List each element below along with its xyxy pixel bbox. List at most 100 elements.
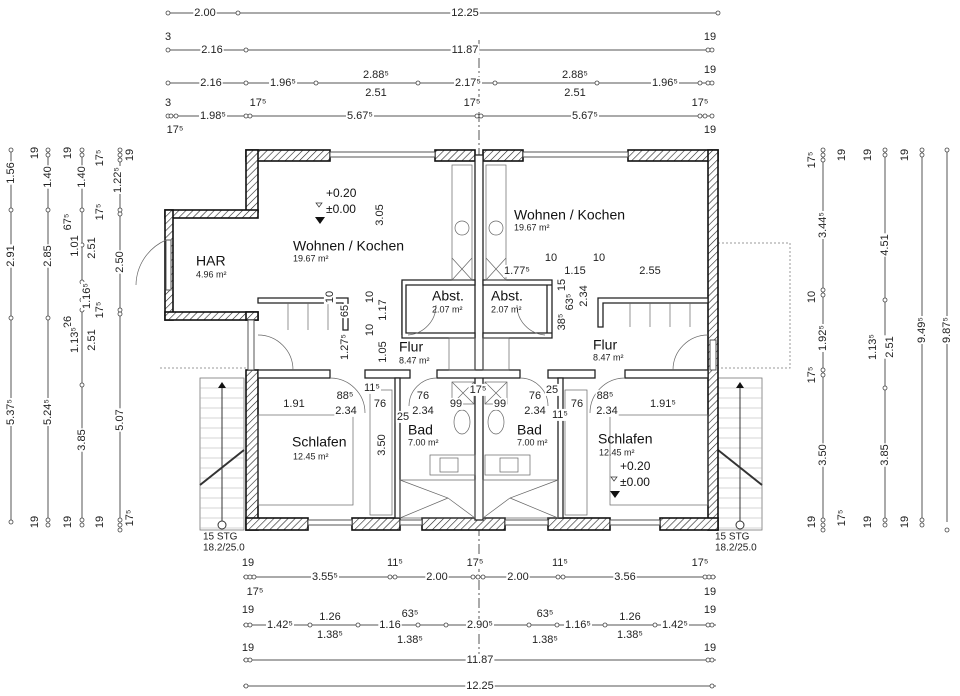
dimension-label: 11⁵ (552, 409, 568, 421)
dimension-label: 3.05 (374, 204, 386, 225)
room-area: 12.45 m² (293, 451, 329, 461)
dimension-tick (820, 372, 826, 378)
dimension-label: 19 (242, 604, 254, 616)
dimension-tick (702, 574, 708, 580)
room-area: 19.67 m² (514, 222, 550, 232)
dimension-label: 2.34 (412, 405, 433, 417)
dimension-tick (652, 622, 658, 628)
dimension-label: 2.51 (365, 87, 386, 99)
dimension-tick (882, 522, 888, 528)
dimension-label: 10 (324, 291, 336, 303)
dimension-label: 17⁵ (464, 97, 481, 109)
room-wohnen-kochen-left[interactable]: Wohnen / Kochen 19.67 m² (293, 238, 404, 264)
dimension-label: 19 (242, 642, 254, 654)
room-flur-right[interactable]: Flur 8.47 m² (593, 337, 624, 363)
dimension-label: 1.40 (42, 166, 54, 187)
dimension-label: 3.50 (817, 444, 829, 465)
room-abst-right[interactable]: Abst. 2.07 m² (491, 288, 523, 315)
dimension-tick (79, 207, 85, 213)
dimension-label: 1.42⁵ (662, 619, 688, 631)
dimension-label: 17⁵ (94, 204, 106, 221)
dimension-tick (820, 292, 826, 298)
dimension-label: 2.88⁵ (562, 69, 588, 81)
room-flur-left[interactable]: Flur 8.47 m² (399, 339, 430, 366)
dimension-tick (820, 152, 826, 158)
dimension-tick (117, 211, 123, 217)
dimension-label: 1.91 (283, 398, 304, 410)
dimension-tick (709, 80, 715, 86)
dimension-tick (79, 382, 85, 388)
room-bad-left[interactable]: Bad 7.00 m² (408, 422, 439, 448)
dimension-label: 4.51 (879, 234, 891, 255)
dimension-tick (8, 519, 14, 525)
dimension-tick (470, 574, 476, 580)
dimension-tick (526, 622, 532, 628)
dimension-tick (709, 113, 715, 119)
dimension-tick (709, 47, 715, 53)
room-bad-right[interactable]: Bad 7.00 m² (517, 422, 548, 448)
dimension-label: 2.90⁵ (467, 619, 493, 631)
level-bottom: ±0.00 (326, 202, 356, 216)
dimension-label: 1.77⁵ (504, 265, 530, 277)
dimension-tick (45, 522, 51, 528)
dimension-label: 1.27⁵ (339, 334, 351, 360)
dimension-label: 19 (704, 64, 716, 76)
room-area: 8.47 m² (593, 352, 624, 362)
room-schlafen-right[interactable]: Schlafen 12.45 m² (598, 431, 652, 458)
dimension-tick (820, 287, 826, 293)
dimension-label: 19 (704, 586, 716, 598)
dimension-tick (555, 574, 561, 580)
level-top: +0.20 (620, 459, 651, 473)
dimension-label: 17⁵ (250, 97, 267, 109)
room-har[interactable]: HAR 4.96 m² (196, 253, 227, 280)
dimension-label: 88⁵ (597, 390, 614, 402)
dimension-label: 2.85 (42, 245, 54, 266)
dimension-tick (79, 147, 85, 153)
dimension-label: 1.96⁵ (652, 77, 678, 89)
dimension-label: 9.49⁵ (916, 317, 928, 343)
dimension-tick (820, 367, 826, 373)
dimension-tick (820, 147, 826, 153)
dimension-label: 5.24⁵ (42, 399, 54, 425)
dimension-label: 76 (374, 398, 386, 410)
dimension-tick (560, 574, 566, 580)
dimension-label: 11⁵ (552, 557, 568, 569)
dimension-label: 19 (862, 516, 874, 528)
room-name: Wohnen / Kochen (514, 207, 625, 223)
exterior-stair-left (199, 377, 245, 531)
dimension-tick (882, 297, 888, 303)
room-area: 12.45 m² (599, 447, 635, 457)
dimension-label: 1.98⁵ (200, 110, 226, 122)
dimension-tick (709, 622, 715, 628)
dimension-tick (247, 657, 253, 663)
room-schlafen-left[interactable]: Schlafen 12.45 m² (292, 434, 346, 462)
dimension-tick (117, 517, 123, 523)
stair-label-right: 15 STG 18.2/25.0 (715, 532, 757, 554)
room-wohnen-kochen-right[interactable]: Wohnen / Kochen 19.67 m² (514, 207, 625, 233)
room-abst-left[interactable]: Abst. 2.07 m² (432, 288, 464, 315)
dimension-tick (247, 622, 253, 628)
dimension-label: 1.38⁵ (617, 629, 643, 641)
room-area: 4.96 m² (196, 269, 227, 279)
dimension-label: 1.26 (619, 611, 640, 623)
dimension-label: 12.25 (451, 7, 479, 19)
dimension-label: 88⁵ (337, 390, 354, 402)
dimension-label: 76 (529, 390, 541, 402)
dimension-label: 11.87 (452, 44, 479, 56)
dimension-label: 17⁵ (467, 557, 484, 569)
dimension-tick (45, 207, 51, 213)
dimension-label: 17⁵ (247, 586, 264, 598)
dimension-tick (944, 147, 950, 153)
dimension-label: 63⁵ (564, 294, 576, 311)
dimension-label: 76 (571, 398, 583, 410)
level-arrow-icon (610, 491, 620, 498)
dimension-label: 19 (862, 149, 874, 161)
dimension-tick (8, 315, 14, 321)
dimension-label: 5.67⁵ (347, 110, 373, 122)
dimension-label: 2.34 (524, 405, 545, 417)
dimension-label: 17⁵ (94, 302, 106, 319)
dimension-tick (492, 80, 498, 86)
dimension-label: 2.17⁵ (455, 77, 481, 89)
dimension-tick (117, 527, 123, 533)
